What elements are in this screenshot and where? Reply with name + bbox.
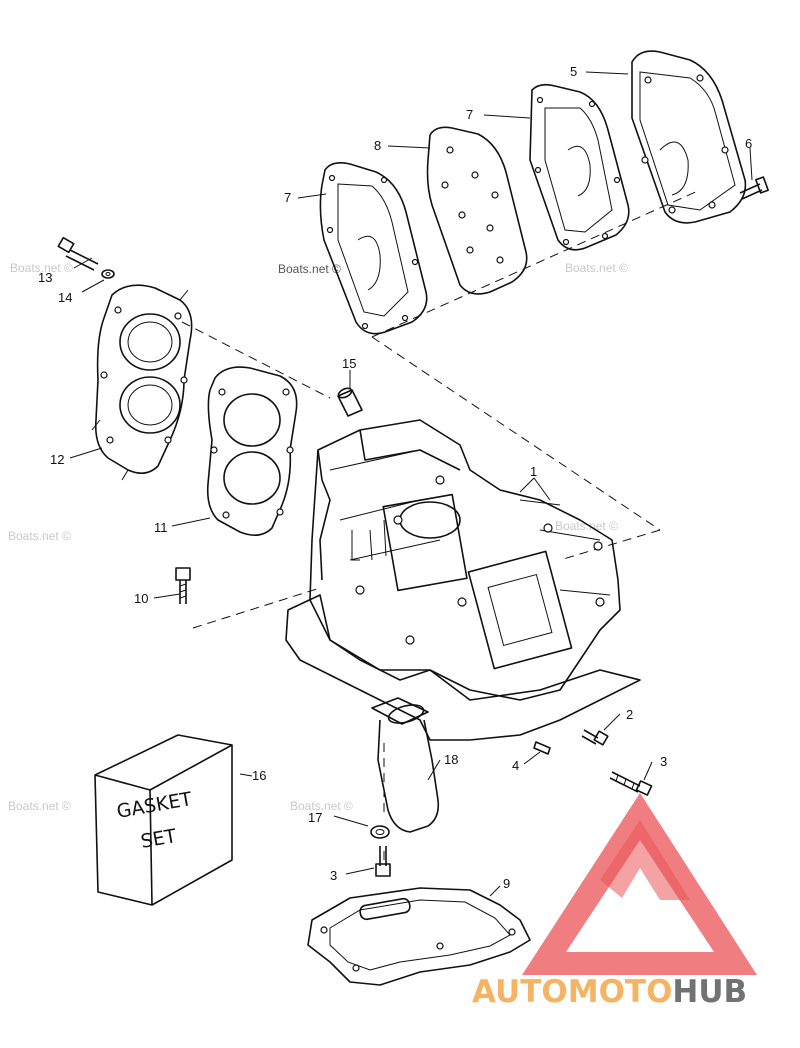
callout-2: 2: [626, 707, 633, 722]
callout-8: 8: [374, 138, 381, 153]
part-17-washer: [370, 825, 390, 839]
part-6-screw: [739, 176, 769, 200]
box-label-line1: GASKET: [115, 788, 194, 823]
callout-7: 7: [284, 190, 291, 205]
part-7-gasket-left: [319, 162, 428, 335]
callout-15: 15: [342, 356, 356, 371]
part-15-dowel-pin: [337, 387, 363, 417]
watermark: Boats.net ©: [8, 799, 71, 813]
part-1-cylinder-block: [285, 419, 641, 741]
callout-18: 18: [444, 752, 458, 767]
callout-17: 17: [308, 810, 322, 825]
callout-6: 6: [745, 136, 752, 151]
callout-12: 12: [50, 452, 64, 467]
callout-10: 10: [134, 591, 148, 606]
callout-1: 1: [530, 464, 537, 479]
callouts: 1 2 3 3 4 5 6 7 7 8 9 10 11 12 13 14 15 …: [38, 64, 752, 891]
callout-14: 14: [58, 290, 72, 305]
part-3-bolt-bottom: [375, 846, 391, 877]
logo-text-moto: MOTO: [568, 974, 673, 1010]
callout-3: 3: [330, 868, 337, 883]
part-11-head-gasket: [206, 366, 298, 536]
automotohub-logo: AUTOMOTOHUB: [472, 793, 757, 1010]
logo-text-hub: HUB: [672, 974, 747, 1010]
svg-text:AUTOMOTOHUB: AUTOMOTOHUB: [472, 974, 747, 1010]
part-10-bolt: [175, 567, 191, 604]
alignment-lines: [181, 189, 701, 860]
part-8-plate: [426, 126, 528, 295]
part-18-exhaust-tube: [371, 697, 440, 833]
watermark: Boats.net ©: [565, 261, 628, 275]
watermark: Boats.net ©: [8, 529, 71, 543]
callout-5: 5: [570, 64, 577, 79]
part-13-bolt: [57, 236, 99, 271]
callout-3: 3: [660, 754, 667, 769]
callout-13: 13: [38, 270, 52, 285]
watermark: Boats.net ©: [278, 262, 341, 276]
part-2-bolt: [581, 729, 609, 746]
part-16-gasket-set-box: GASKET SET: [94, 734, 233, 906]
part-7-gasket-right: [529, 83, 630, 251]
callout-7: 7: [466, 107, 473, 122]
box-label-line2: SET: [139, 825, 178, 853]
callout-9: 9: [503, 876, 510, 891]
logo-triangle-icon: [522, 793, 757, 975]
watermarks: Boats.net © Boats.net © Boats.net © Boat…: [8, 261, 628, 813]
part-4-pin: [533, 741, 551, 755]
part-9-base-gasket: [307, 887, 531, 986]
watermark: Boats.net ©: [555, 519, 618, 533]
watermark: Boats.net ©: [290, 799, 353, 813]
part-14-washer: [101, 269, 115, 279]
callout-4: 4: [512, 758, 519, 773]
logo-mark-icon: [600, 820, 690, 900]
callout-16: 16: [252, 768, 266, 783]
part-5-cover: [631, 50, 747, 224]
leader-lines: [69, 71, 753, 897]
part-3-bolt-right: [609, 771, 653, 796]
watermark: Boats.net ©: [10, 261, 73, 275]
logo-text-auto: AUTO: [472, 974, 568, 1010]
callout-11: 11: [154, 520, 168, 535]
part-12-cylinder-head: [91, 284, 193, 481]
